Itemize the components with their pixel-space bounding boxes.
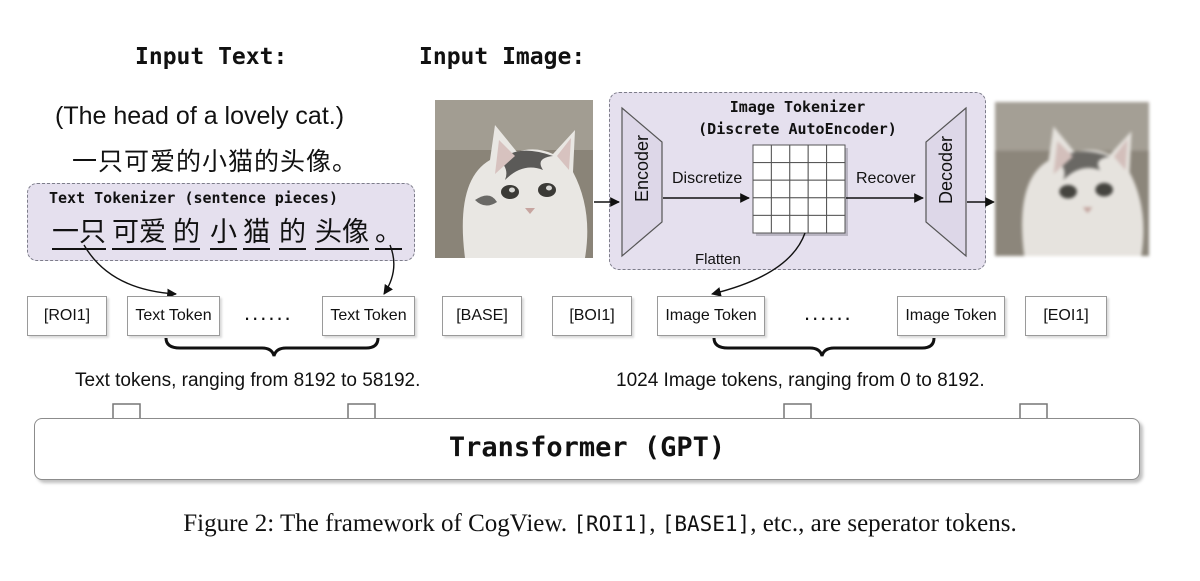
caption-separator: , — [649, 510, 656, 537]
text-token-first: Text Token — [127, 296, 220, 336]
grid-cell — [770, 144, 791, 164]
decoder-label: Decoder — [936, 135, 956, 204]
image-token-range: 1024 Image tokens, ranging from 0 to 819… — [616, 370, 985, 391]
caption-code-roi: [ROI1] — [573, 512, 650, 536]
grid-cell — [807, 144, 828, 164]
boi-token: [BOI1] — [552, 296, 632, 336]
arrow-last-token — [383, 244, 395, 295]
token-segment: 可爱 — [112, 216, 166, 250]
arrow-first-token — [83, 244, 177, 299]
codebook-grid — [752, 144, 848, 236]
text-token-last: Text Token — [322, 296, 415, 336]
grid-cell — [770, 214, 791, 234]
token-segment: 小 — [210, 216, 237, 250]
grid-cell — [770, 179, 791, 199]
encoder-trapezoid — [621, 106, 663, 258]
grid-cell — [807, 162, 828, 181]
grid-cell — [770, 162, 791, 181]
grid-cell — [770, 197, 791, 216]
text-token-brace — [164, 337, 380, 357]
flatten-label: Flatten — [695, 251, 741, 268]
roi-token: [ROI1] — [27, 296, 107, 336]
input-cat-image — [435, 100, 593, 258]
token-segment: 一只 — [52, 216, 106, 250]
grid-cell — [826, 179, 846, 199]
grid-cell — [752, 144, 772, 164]
caption-prefix: Figure 2: The framework of CogView. — [183, 510, 568, 537]
encoder-label: Encoder — [632, 134, 652, 202]
image-token-brace — [712, 337, 936, 357]
image-token-last: Image Token — [897, 296, 1005, 336]
grid-cell — [789, 214, 809, 234]
image-tokenizer-subtitle: (Discrete AutoEncoder) — [698, 120, 897, 138]
token-segment: 的 — [279, 216, 306, 250]
image-tokenizer-title: Image Tokenizer — [729, 98, 866, 116]
grid-cell — [789, 179, 809, 199]
transformer-label: Transformer (GPT) — [448, 432, 726, 463]
text-tokenizer-title: Text Tokenizer (sentence pieces) — [49, 189, 338, 207]
reconstructed-cat-image — [995, 100, 1149, 258]
eoi-token: [EOI1] — [1025, 296, 1107, 336]
grid-cell — [826, 144, 846, 164]
english-text: (The head of a lovely cat.) — [55, 102, 345, 130]
discretize-label: Discretize — [672, 170, 743, 187]
decoder-trapezoid — [925, 106, 967, 258]
image-token-first: Image Token — [657, 296, 765, 336]
token-segment: 。 — [375, 216, 402, 250]
grid-cell — [807, 214, 828, 234]
grid-cell — [789, 144, 809, 164]
grid-cell — [826, 214, 846, 234]
input-text-header: Input Text: — [135, 44, 288, 70]
base-token: [BASE] — [442, 296, 522, 336]
caption-code-base: [BASE1] — [661, 512, 751, 536]
grid-cell — [789, 197, 809, 216]
grid-cell — [826, 162, 846, 181]
recover-label: Recover — [856, 170, 916, 187]
text-token-range: Text tokens, ranging from 8192 to 58192. — [75, 370, 421, 391]
figure-caption: Figure 2: The framework of CogView. [ROI… — [0, 510, 1200, 538]
transformer-block — [34, 418, 1140, 480]
input-image-header: Input Image: — [419, 44, 586, 70]
token-segment: 的 — [173, 216, 200, 250]
token-segment: 猫 — [243, 216, 270, 250]
image-token-ellipsis: ...... — [804, 300, 853, 325]
grid-cell — [789, 162, 809, 181]
grid-cell — [752, 214, 772, 234]
grid-cell — [807, 197, 828, 216]
chinese-text: 一只可爱的小猫的头像。 — [72, 148, 359, 176]
grid-cell — [807, 179, 828, 199]
grid-cell — [752, 197, 772, 216]
grid-cell — [752, 162, 772, 181]
grid-cell — [826, 197, 846, 216]
token-segment: 头像 — [315, 216, 369, 250]
text-token-ellipsis: ...... — [244, 300, 293, 325]
arrow-flatten — [711, 232, 806, 297]
caption-suffix: , etc., are seperator tokens. — [750, 510, 1017, 537]
grid-cell — [752, 179, 772, 199]
